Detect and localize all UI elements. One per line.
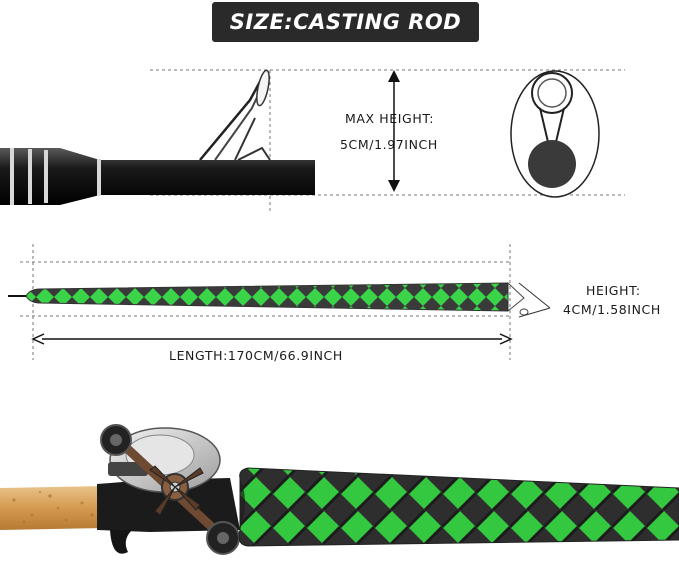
title-badge: SIZE:CASTING ROD [212, 2, 479, 42]
rod-ring [10, 148, 14, 205]
sleeve-diagram [8, 244, 551, 360]
height-label: HEIGHT: [586, 283, 641, 298]
rod-blank [0, 148, 315, 205]
product-photo [0, 424, 679, 555]
guide-ring [256, 69, 270, 107]
max-height-label: MAX HEIGHT: [345, 111, 435, 126]
length-label: LENGTH:170CM/66.9INCH [169, 348, 343, 363]
rod-cross-section [528, 140, 576, 188]
rod-ring [97, 159, 101, 196]
height-arrow [518, 282, 551, 309]
rod-ring [44, 150, 48, 203]
cork-handle [0, 486, 105, 530]
sleeve-on-rod [238, 467, 679, 547]
max-height-value: 5CM/1.97INCH [340, 137, 438, 152]
page-title: SIZE:CASTING ROD [229, 10, 462, 34]
trigger [110, 530, 132, 554]
guide-frame [199, 77, 264, 161]
rod-diagram [0, 69, 625, 212]
rod-sleeve [25, 282, 509, 312]
rod-ring [28, 149, 32, 204]
height-value: 4CM/1.58INCH [563, 302, 661, 317]
